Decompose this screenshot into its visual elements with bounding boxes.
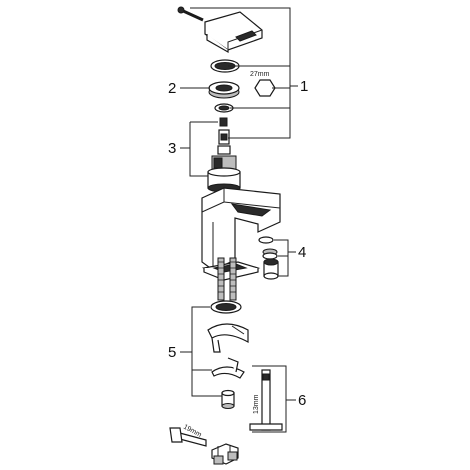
callout-labels: 1 2 3 4 5 6	[168, 78, 308, 409]
tool-size-label: 13mm	[253, 394, 260, 414]
mounting-tool: 13mm	[249, 369, 283, 431]
aerator-housing	[263, 258, 279, 280]
threaded-rods	[217, 257, 237, 301]
lever-handle	[204, 11, 263, 54]
supply-hoses	[211, 443, 239, 465]
faucet-body	[201, 187, 281, 271]
o-ring	[214, 103, 234, 113]
retaining-nut	[208, 81, 240, 99]
callout-5: 5	[168, 344, 176, 361]
mounting-bracket-upper	[207, 323, 249, 353]
cartridge	[207, 145, 241, 193]
open-end-wrench: 19mm	[169, 424, 207, 447]
callout-2: 2	[168, 80, 176, 97]
mounting-bracket-lower	[211, 357, 245, 379]
small-screw	[219, 117, 228, 127]
leader-lines	[180, 7, 298, 433]
hex-size-label: 27mm	[250, 71, 270, 78]
mounting-gasket	[210, 300, 242, 314]
aerator-insert	[262, 248, 278, 260]
callout-1: 1	[300, 78, 308, 95]
spindle-adapter	[218, 129, 230, 145]
aerator-gasket	[258, 236, 274, 244]
mounting-nut	[221, 389, 235, 409]
handle-screw	[177, 6, 204, 22]
hex-size-icon: 27mm	[250, 71, 276, 97]
callout-3: 3	[168, 140, 176, 157]
callout-4: 4	[298, 244, 306, 261]
callout-6: 6	[298, 392, 306, 409]
